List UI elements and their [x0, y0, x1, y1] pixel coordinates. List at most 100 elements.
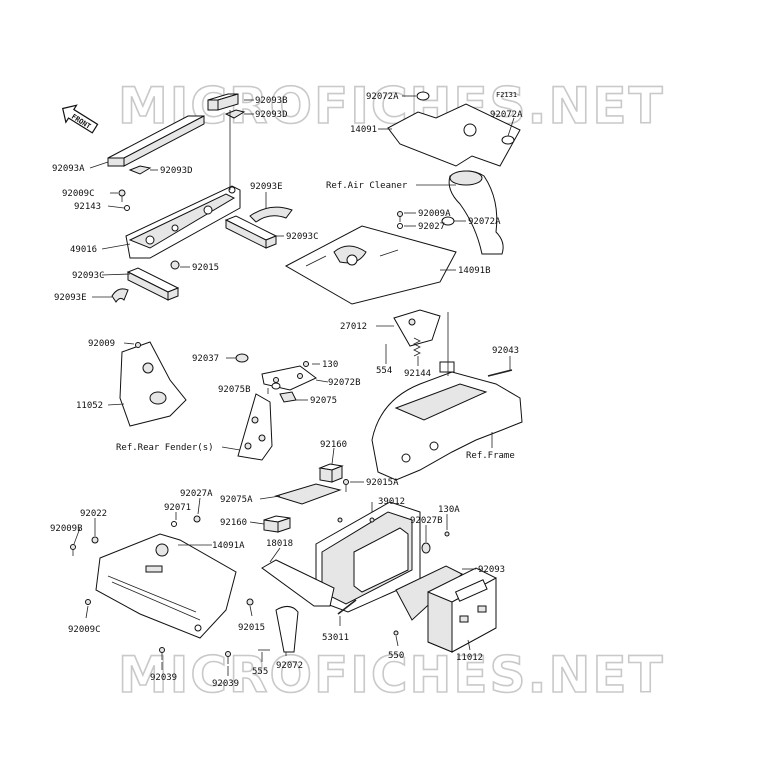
ref-air-cleaner: Ref.Air Cleaner	[326, 181, 408, 191]
label-27012: 27012	[340, 322, 367, 332]
part-92039-screw-left	[159, 647, 165, 660]
label-92072A-right: 92072A	[490, 110, 523, 120]
label-11052: 11052	[76, 401, 103, 411]
part-27012-bracket	[393, 309, 441, 347]
part-92022-collar	[91, 536, 99, 544]
part-92009C-screw	[118, 189, 126, 202]
part-92071-collar	[171, 521, 177, 527]
label-92075B: 92075B	[218, 385, 251, 395]
part-labels: 92093B 92093D 92093A 92093D 92009C 92143…	[50, 92, 523, 689]
label-92009B: 92009B	[50, 524, 83, 534]
label-92160-upper: 92160	[320, 440, 347, 450]
label-92009A: 92009A	[418, 209, 451, 219]
label-92093B: 92093B	[255, 96, 288, 106]
label-53011: 53011	[322, 633, 349, 643]
label-18018: 18018	[266, 539, 293, 549]
label-92037: 92037	[192, 354, 219, 364]
part-92143-collar	[124, 205, 130, 211]
part-92015-nut-lower	[246, 598, 254, 606]
part-92160-pad-upper	[318, 463, 344, 483]
label-92093E-upper: 92093E	[250, 182, 283, 192]
part-14091A-panel	[95, 533, 237, 639]
part-92037-bolt	[235, 353, 249, 363]
front-arrow-icon: FRONT	[61, 104, 99, 134]
label-11012: 11012	[456, 653, 483, 663]
part-92144-spring	[413, 337, 421, 357]
part-92027A-collar	[193, 515, 201, 523]
label-39012: 39012	[378, 497, 405, 507]
label-92009: 92009	[88, 339, 115, 349]
part-92072A-clamp-right	[501, 135, 515, 145]
part-14091B-plate	[284, 225, 457, 305]
part-92093D-block-top	[224, 109, 246, 119]
part-92075A-pad	[274, 483, 342, 505]
part-130-screw	[303, 361, 309, 367]
part-92072A-clamp-top	[416, 91, 430, 101]
part-92093C-block-left	[126, 267, 180, 301]
part-92093A-strip	[107, 115, 205, 167]
label-92072B: 92072B	[328, 378, 361, 388]
label-92009C: 92009C	[62, 189, 95, 199]
label-92071: 92071	[164, 503, 191, 513]
label-92160-lower: 92160	[220, 518, 247, 528]
label-14091B: 14091B	[458, 266, 491, 276]
label-14091A: 14091A	[212, 541, 245, 551]
part-53011-bolt	[337, 599, 357, 615]
part-92072B-bracket	[261, 365, 317, 391]
label-92072A-lower: 92072A	[468, 217, 501, 227]
label-550: 550	[388, 651, 404, 661]
label-14091: 14091	[350, 125, 377, 135]
label-92093D-mid: 92093D	[160, 166, 193, 176]
part-92093C-block-right	[224, 215, 278, 249]
part-130A-screw	[444, 531, 450, 537]
part-92093E-curved-lower	[111, 288, 129, 303]
label-92039-left: 92039	[150, 673, 177, 683]
label-130A: 130A	[438, 505, 460, 515]
diagram-code: F2131	[496, 91, 517, 99]
label-92143: 92143	[74, 202, 101, 212]
label-92015A: 92015A	[366, 478, 399, 488]
part-92009-screw	[135, 342, 141, 348]
label-92093D-top: 92093D	[255, 110, 288, 120]
part-92093B-block	[207, 93, 239, 111]
label-554: 554	[376, 366, 392, 376]
label-555: 555	[252, 667, 268, 677]
part-92039-screw-right	[225, 651, 231, 664]
part-92027-collar	[397, 223, 403, 229]
part-92075B-collar	[271, 382, 281, 390]
part-92160-pad-lower	[263, 515, 291, 533]
ref-rear-fender: Ref.Rear Fender(s)	[116, 443, 214, 453]
part-92015-nut	[170, 260, 180, 270]
part-14091-cover	[387, 103, 521, 167]
ref-frame: Ref.Frame	[466, 451, 515, 461]
label-92075A: 92075A	[220, 495, 253, 505]
label-92015-lower: 92015	[238, 623, 265, 633]
part-92093E-curved-upper	[249, 206, 293, 223]
label-92027: 92027	[418, 222, 445, 232]
part-92043-pin	[487, 369, 513, 377]
label-92027A: 92027A	[180, 489, 213, 499]
label-92022: 92022	[80, 509, 107, 519]
part-49016-bracket	[125, 185, 241, 259]
label-92027B: 92027B	[410, 516, 443, 526]
label-92093A: 92093A	[52, 164, 85, 174]
label-130-top: 130	[322, 360, 338, 370]
watermark-bottom: MICROFICHES.NET	[118, 646, 665, 704]
label-92093C-mid: 92093C	[286, 232, 319, 242]
leader-lines	[73, 95, 515, 676]
label-92075: 92075	[310, 396, 337, 406]
label-92072: 92072	[276, 661, 303, 671]
part-92009A-screw	[397, 211, 403, 222]
part-92072-clamp	[275, 606, 299, 653]
label-92072A-top: 92072A	[366, 92, 399, 102]
part-92027B-collar	[421, 542, 431, 554]
label-49016: 49016	[70, 245, 97, 255]
part-92093D-block-mid	[128, 165, 152, 175]
label-92093E-lower: 92093E	[54, 293, 87, 303]
part-11012-battery	[427, 567, 497, 653]
part-92015A-screw	[343, 479, 349, 492]
part-92009C-screw-lower	[85, 599, 91, 605]
label-92039-right: 92039	[212, 679, 239, 689]
part-rear-fender-bracket	[237, 393, 273, 461]
